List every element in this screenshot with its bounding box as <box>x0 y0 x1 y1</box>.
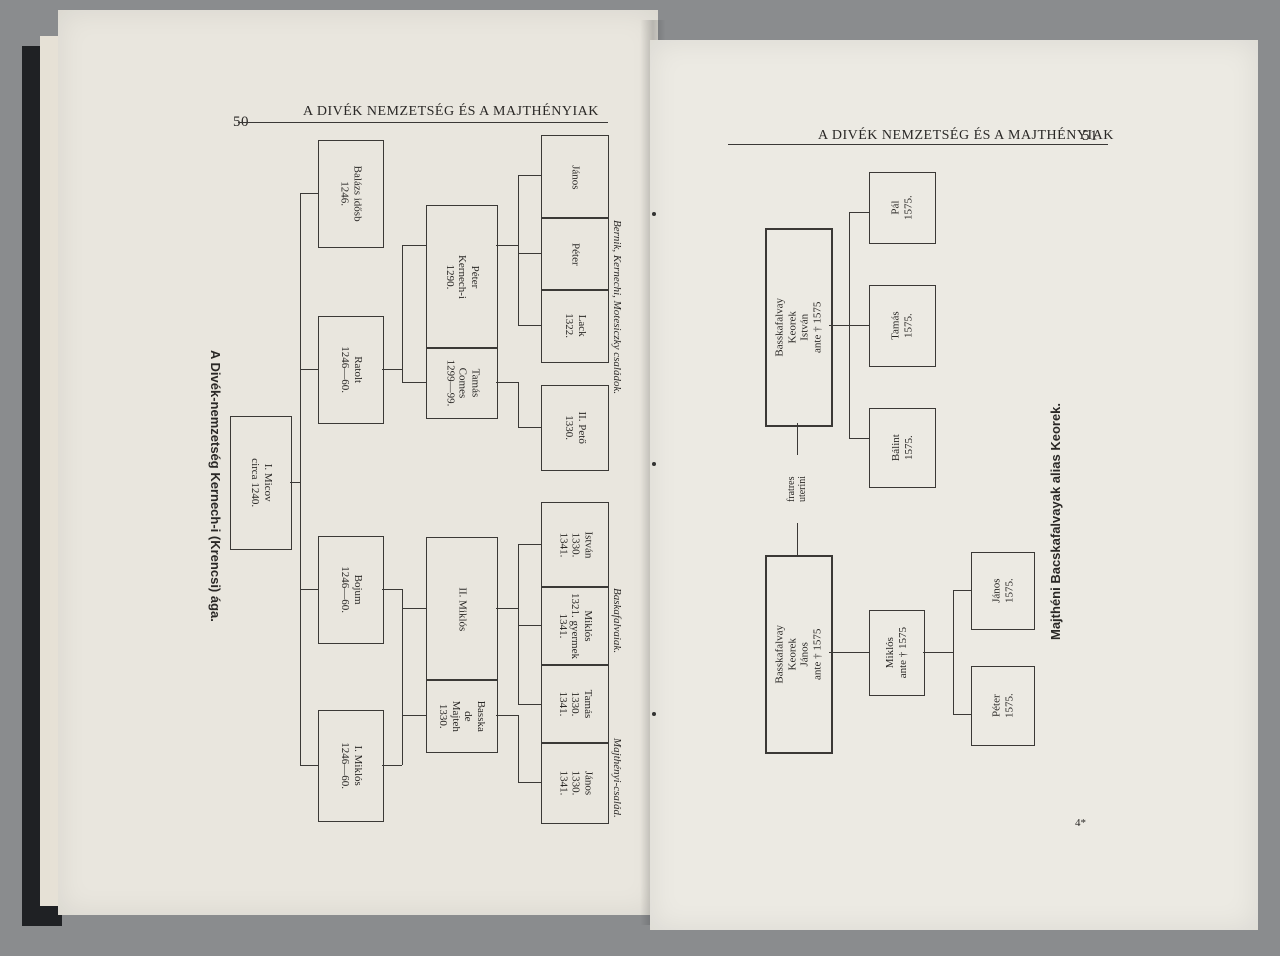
connector <box>518 175 541 176</box>
signature-mark: 4* <box>1075 817 1086 829</box>
binding-thread <box>652 712 656 716</box>
gen3-basska: Basska de Majteh 1330. <box>426 679 498 753</box>
connector <box>300 193 318 194</box>
right-header-rule <box>728 144 1108 145</box>
connector <box>402 382 426 383</box>
gen4-peter: Péter <box>541 217 609 291</box>
connector <box>496 382 518 383</box>
right-page: A DIVÉK NEMZETSÉG ÉS A MAJTHÉNYIAK 51 Ba… <box>650 40 1258 930</box>
gen4-janos-majthenyi: János 1330. 1341. <box>541 742 609 824</box>
gen4-lack: Lack 1322. <box>541 289 609 363</box>
section-baskafalva: Baskafalvaiak. <box>611 588 623 654</box>
connector <box>300 765 318 766</box>
connector <box>518 715 519 782</box>
connector <box>953 714 971 715</box>
child-balint: Bálint 1575. <box>869 408 936 488</box>
connector <box>849 438 869 439</box>
left-page-title: A Divék-nemzetség Kernech-i (Krencsi) ág… <box>208 350 223 622</box>
connector <box>496 245 518 246</box>
connector <box>518 544 519 704</box>
left-running-head: A DIVÉK NEMZETSÉG ÉS A MAJTHÉNYIAK <box>303 104 599 119</box>
binding-thread <box>652 212 656 216</box>
gen2-bojum: Bojum 1246—60. <box>318 536 384 644</box>
connector <box>849 325 869 326</box>
connector <box>300 589 318 590</box>
connector <box>382 765 402 766</box>
child-tamas: Tamás 1575. <box>869 285 936 367</box>
connector <box>382 589 402 590</box>
connector <box>518 544 541 545</box>
section-bernik: Bernik, Kernechi, Motesiczky családok. <box>611 220 623 395</box>
miklos-box: Miklós ante † 1575 <box>869 610 925 696</box>
connector <box>290 482 300 483</box>
child-pal: Pál 1575. <box>869 172 936 244</box>
istvan-box: Basskafalvay Keorek István ante † 1575 <box>765 228 833 427</box>
connector <box>829 325 849 326</box>
connector <box>300 193 301 765</box>
connector <box>518 382 519 427</box>
connector <box>402 589 403 715</box>
connector <box>518 704 541 705</box>
connector <box>953 590 971 591</box>
gen2-ratolt: Ratolt 1246—60. <box>318 316 384 424</box>
gen4-miklos: Miklós 1321. gyermek 1341. <box>541 586 609 666</box>
gen2-miklos-i: I. Miklós 1246—60. <box>318 710 384 822</box>
connector <box>923 652 953 653</box>
connector <box>518 325 541 326</box>
connector <box>518 427 541 428</box>
binding-thread <box>652 462 656 466</box>
connector <box>518 253 541 254</box>
gen3-peter-kernechi: Péter Kernech-i 1290. <box>426 205 498 349</box>
gen3-tamas-comes: Tamás Comes 1299—99. <box>426 347 498 419</box>
right-running-head: A DIVÉK NEMZETSÉG ÉS A MAJTHÉNYIAK <box>818 128 1114 143</box>
gen4-peto: II. Pető 1330. <box>541 385 609 471</box>
connector <box>402 715 403 765</box>
connector <box>829 652 869 653</box>
left-header-rule <box>238 122 608 123</box>
root-micov: I. Micov circa 1240. <box>230 416 292 550</box>
section-majthenyi: Majthényi-család. <box>611 738 623 818</box>
janos-box: Basskafalvay Keorek János ante † 1575 <box>765 555 833 754</box>
connector <box>402 245 426 246</box>
connector <box>849 212 869 213</box>
connector <box>300 369 318 370</box>
connector <box>518 625 541 626</box>
connector <box>402 715 426 716</box>
gen4-tamas: Tamás 1330. 1341. <box>541 664 609 744</box>
left-page: 50 A DIVÉK NEMZETSÉG ÉS A MAJTHÉNYIAK Be… <box>58 10 658 915</box>
gen4-istvan: István 1330. 1341. <box>541 502 609 588</box>
connector <box>518 175 519 325</box>
connector <box>496 715 518 716</box>
right-page-title: Majthéni Bacskafalvayak alias Keorek. <box>1048 402 1063 640</box>
connector <box>496 608 518 609</box>
right-page-number: 51 <box>1082 128 1098 144</box>
connector <box>953 590 954 714</box>
connector <box>382 369 402 370</box>
child-janos: János 1575. <box>971 552 1035 630</box>
connector <box>402 245 403 382</box>
connector <box>402 608 426 609</box>
fratres-label: fratres uterini <box>786 455 808 523</box>
gen3-miklos-ii: II. Miklós <box>426 537 498 681</box>
child-peter: Péter 1575. <box>971 666 1035 746</box>
gen4-janos: János <box>541 135 609 219</box>
gen2-balazs: Balázs idősb 1246. <box>318 140 384 248</box>
connector <box>518 782 541 783</box>
